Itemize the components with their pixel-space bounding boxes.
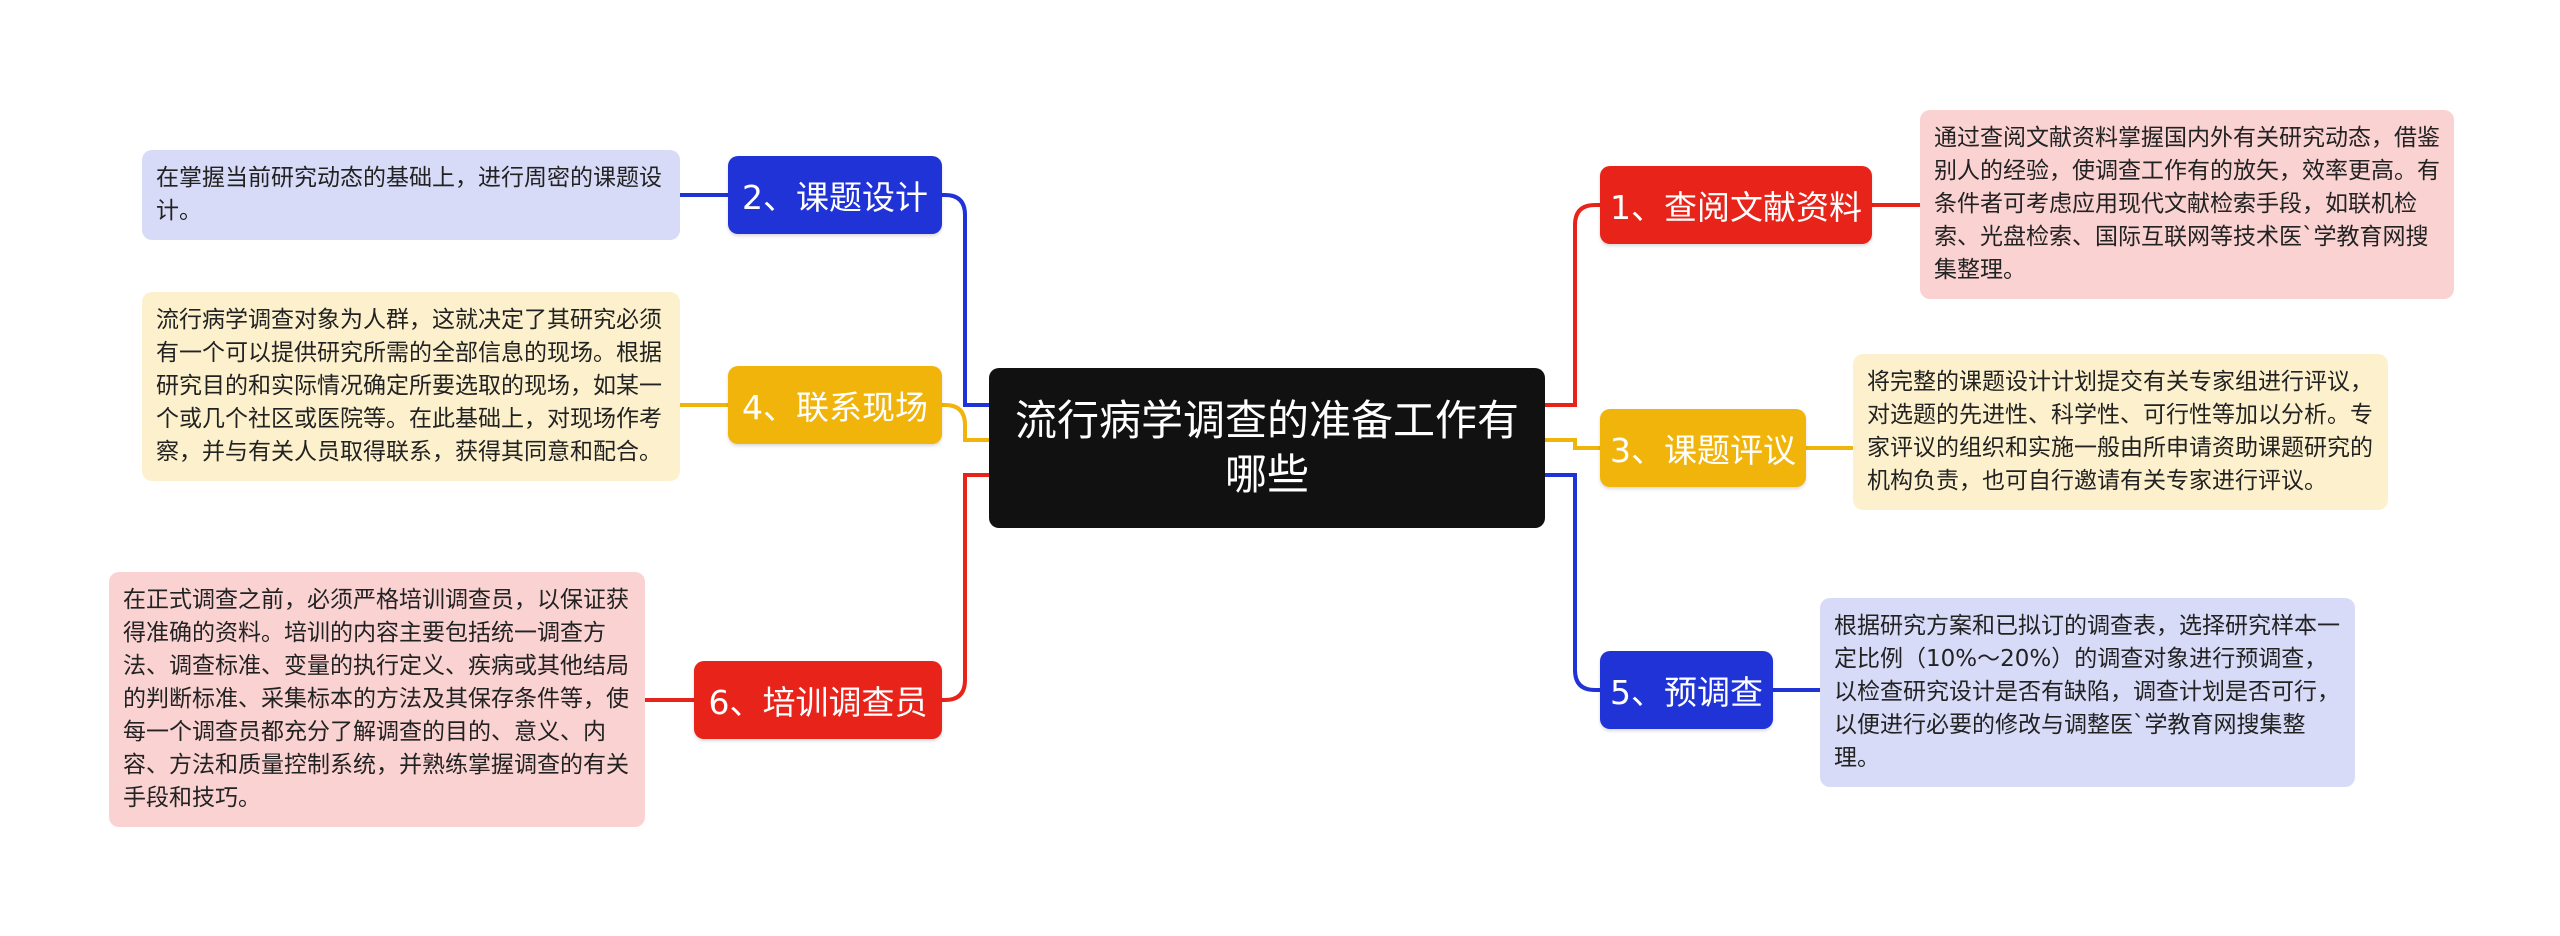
branch-2-label: 2、课题设计: [742, 178, 928, 217]
branch-1[interactable]: 1、查阅文献资料: [1600, 166, 1872, 244]
leaf-5-text: 根据研究方案和已拟订的调查表，选择研究样本一定比例（10%～20%）的调查对象进…: [1834, 613, 2340, 771]
leaf-2[interactable]: 在掌握当前研究动态的基础上，进行周密的课题设计。: [142, 150, 680, 240]
branch-6[interactable]: 6、培训调查员: [694, 661, 942, 739]
branch-5-label: 5、预调查: [1610, 673, 1763, 712]
branch-5[interactable]: 5、预调查: [1600, 651, 1773, 729]
leaf-4-text: 流行病学调查对象为人群，这就决定了其研究必须有一个可以提供研究所需的全部信息的现…: [156, 307, 662, 465]
link-center-branch-4: [942, 403, 989, 442]
leaf-4[interactable]: 流行病学调查对象为人群，这就决定了其研究必须有一个可以提供研究所需的全部信息的现…: [142, 292, 680, 481]
branch-4-label: 4、联系现场: [742, 388, 928, 427]
branch-1-label: 1、查阅文献资料: [1610, 188, 1862, 227]
branch-4[interactable]: 4、联系现场: [728, 366, 942, 444]
link-center-branch-3: [1545, 438, 1600, 450]
leaf-2-text: 在掌握当前研究动态的基础上，进行周密的课题设计。: [156, 165, 662, 224]
leaf-6[interactable]: 在正式调查之前，必须严格培训调查员，以保证获得准确的资料。培训的内容主要包括统一…: [109, 572, 645, 827]
central-topic[interactable]: 流行病学调查的准备工作有哪些: [989, 368, 1545, 528]
leaf-1[interactable]: 通过查阅文献资料掌握国内外有关研究动态，借鉴别人的经验，使调查工作有的放矢，效率…: [1920, 110, 2454, 299]
link-center-branch-2: [942, 193, 989, 407]
central-topic-title: 流行病学调查的准备工作有哪些: [1014, 396, 1519, 499]
link-center-branch-6: [942, 473, 989, 702]
leaf-3[interactable]: 将完整的课题设计计划提交有关专家组进行评议，对选题的先进性、科学性、可行性等加以…: [1853, 354, 2388, 510]
link-center-branch-1: [1545, 203, 1600, 407]
branch-3[interactable]: 3、课题评议: [1600, 409, 1806, 487]
branch-2[interactable]: 2、课题设计: [728, 156, 942, 234]
leaf-3-text: 将完整的课题设计计划提交有关专家组进行评议，对选题的先进性、科学性、可行性等加以…: [1867, 369, 2373, 494]
link-center-branch-5: [1545, 473, 1600, 692]
leaf-1-text: 通过查阅文献资料掌握国内外有关研究动态，借鉴别人的经验，使调查工作有的放矢，效率…: [1934, 125, 2440, 283]
leaf-5[interactable]: 根据研究方案和已拟订的调查表，选择研究样本一定比例（10%～20%）的调查对象进…: [1820, 598, 2355, 787]
leaf-6-text: 在正式调查之前，必须严格培训调查员，以保证获得准确的资料。培训的内容主要包括统一…: [123, 587, 629, 811]
branch-3-label: 3、课题评议: [1610, 431, 1796, 470]
branch-6-label: 6、培训调查员: [708, 683, 928, 722]
